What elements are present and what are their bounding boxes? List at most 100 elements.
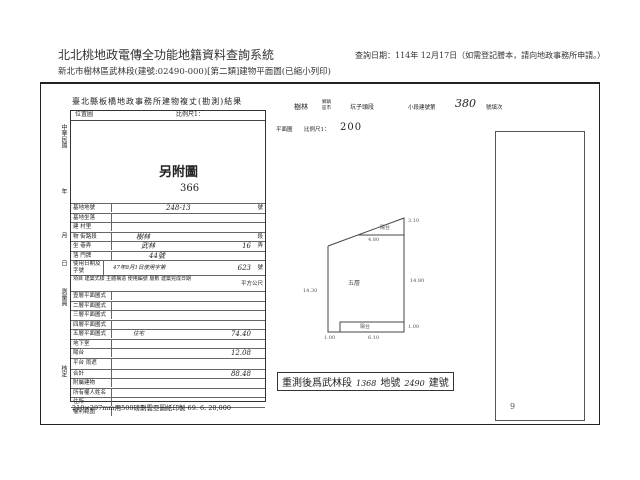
row-label: 基地地號 [73, 204, 112, 212]
dimension: 1.00 [408, 324, 420, 330]
table-row: 落 門牌 44號 [71, 250, 265, 261]
dimension: 14.30 [303, 288, 318, 294]
row-label: 所有權人姓名 [73, 388, 112, 397]
section-name: 坑子頭段 [350, 104, 375, 111]
right-location-box [495, 131, 585, 421]
document-subtitle: 新北市樹林區武林段(建號:02490-000)[第二類]建物平面圖(已縮小列印) [58, 67, 331, 77]
row-label: 坐 巷弄 [73, 242, 112, 250]
table-row: 地下室 [71, 338, 265, 349]
plan-scale-value: 200 [340, 122, 363, 133]
row-label: 權利範圍 [73, 407, 112, 416]
row-label: 五層平面圖式 [73, 330, 112, 338]
table-row: 附屬建物 [71, 378, 265, 388]
attached-map-number: 366 [180, 183, 200, 194]
scanned-document-frame [40, 82, 600, 425]
row-label: 住所 [73, 398, 112, 406]
row-value: 74.40 [230, 330, 251, 338]
table-row: 所有權人姓名 [71, 387, 265, 398]
dimension: 3.10 [408, 218, 420, 224]
table-header-row: 項目 建築式樣 主體構造 使用編號 層數 建築完成日期平方公尺 [71, 275, 265, 291]
column-headers: 項目 建築式樣 主體構造 使用編號 層數 建築完成日期 [73, 276, 191, 282]
form-title: 臺北縣板橋地政事務所建物複丈(勘測)結果 [72, 97, 243, 106]
location-map-label: 位置圖 [75, 111, 94, 118]
row-value: 88.48 [230, 369, 251, 378]
stamp-land-no: 1368 [356, 379, 377, 388]
side-label-year: 年 [60, 188, 67, 194]
district-type: 鄉鎮區市 [322, 100, 331, 111]
row-label: 地下室 [73, 339, 112, 348]
table-row: 二層平面圖式 [71, 300, 265, 311]
scale-label: 比例尺1： [176, 111, 204, 118]
dimension: 6.10 [368, 335, 380, 341]
system-title: 北北桃地政電傳全功能地籍資料查詢系統 [58, 48, 275, 62]
balcony-bottom [339, 321, 405, 333]
row-value: 12.08 [230, 349, 251, 357]
row-value: 樹林 [136, 232, 150, 241]
row-unit: 段 [257, 233, 263, 240]
side-label-surveyor: 測量員 [60, 288, 67, 306]
stamp-prefix: 重測後爲武林段 [282, 378, 352, 389]
table-row: 使用日期及字號 47年8月1日使用字第 623 號 [71, 260, 265, 275]
row-label: 合計 [73, 369, 112, 378]
dimension: 14.80 [410, 278, 425, 284]
row-value: 248-13 [166, 204, 191, 212]
row-value: 44號 [149, 251, 165, 260]
table-row: 住所 [71, 397, 265, 407]
table-row: 壹層平面圖式 [71, 291, 265, 301]
row-label: 基地坐落 [73, 213, 112, 222]
building-no-label: 小段建號第 [408, 105, 436, 111]
table-row: 三層平面圖式 [71, 310, 265, 320]
location-map-header: 位置圖 比例尺1： [71, 111, 265, 121]
row-label: 落 門牌 [73, 251, 112, 260]
table-row: 權利範圍 [71, 406, 265, 417]
row-label: 物 街路段 [73, 232, 112, 241]
table-row: 坐 巷弄 武林 16 弄 [71, 241, 265, 251]
side-label-day: 日 [60, 260, 67, 266]
row-label: 建 村里 [73, 223, 112, 231]
row-label: 附屬建物 [73, 379, 112, 387]
row-label: 使用日期及字號 [73, 261, 104, 275]
row-value: 623 [237, 264, 251, 272]
table-row: 基地地號 248-13 號 [71, 203, 265, 213]
attached-map-note: 另附圖 [159, 165, 199, 180]
building-no-suffix: 號填次 [486, 105, 503, 111]
right-mark: 9 [510, 402, 516, 411]
stamp-building-label: 建號 [428, 378, 449, 389]
row-label: 四層平面圖式 [73, 320, 112, 329]
table-row: 平台 雨遮 [71, 357, 265, 369]
dimension: 4.80 [368, 237, 380, 243]
stamp-building-no: 2490 [404, 379, 425, 388]
table-row: 建 村里 [71, 222, 265, 232]
row-label: 平台 雨遮 [73, 358, 112, 369]
plan-scale-label: 比例尺1： [304, 127, 330, 133]
side-label-month: 月 [60, 232, 67, 238]
row-value: 武林 [141, 242, 155, 250]
plan-label: 平面圖 [276, 127, 293, 133]
query-date: 查詢日期：114年 12月17日（如需登記謄本，請向地政事務所申請。） [355, 51, 606, 60]
row-label: 二層平面圖式 [73, 301, 112, 310]
row-value: 16 [242, 242, 251, 250]
stamp-land-label: 地號 [380, 378, 401, 389]
floor-plan-drawing [327, 217, 405, 333]
side-label-year-prefix: 中華民國 [60, 124, 67, 148]
form-table: 基地地號 248-13 號 基地坐落 建 村里 物 街路段 樹林 段 坐 巷弄 武林 16 弄… [71, 203, 265, 416]
side-label-approved: 核定 [60, 365, 67, 377]
row-label: 三層平面圖式 [73, 311, 112, 319]
table-row: 物 街路段 樹林 段 [71, 231, 265, 242]
table-row: 合計 88.48 [71, 368, 265, 379]
row-unit: 弄 [257, 243, 263, 249]
room-label-main: 五層 [348, 280, 361, 287]
row-unit: 號 [257, 205, 263, 211]
building-no: 380 [455, 97, 476, 110]
row-value: 住宅 [133, 331, 145, 337]
row-value: 47年8月1日使用字第 [113, 265, 166, 271]
table-row: 四層平面圖式 [71, 319, 265, 330]
room-label-balcony-top: 陽台 [380, 225, 391, 231]
form-footer: 210×297mm用500磅劃雲亞圖紙印製 69. 6. 20,000 [72, 404, 231, 412]
table-row: 陽台 12.08 [71, 348, 265, 358]
row-unit: 號 [257, 265, 263, 271]
row-label: 陽台 [73, 349, 112, 357]
survey-form: 位置圖 比例尺1： 另附圖 366 基地地號 248-13 號 基地坐落 建 村里 … [70, 110, 266, 416]
dimension: 1.00 [324, 335, 336, 341]
